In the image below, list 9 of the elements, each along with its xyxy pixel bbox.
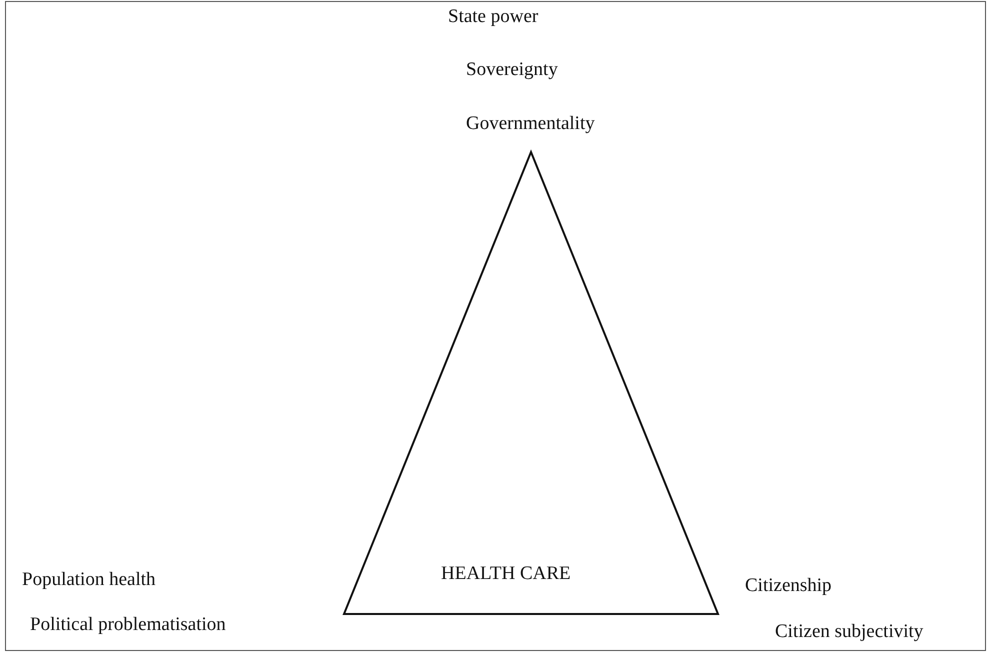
node-label: HEALTH CARE (441, 563, 571, 585)
concept-label: Governmentality (466, 113, 595, 135)
triangle-shape (344, 152, 718, 614)
concept-label: Political problematisation (30, 614, 226, 636)
concept-label: Sovereignty (466, 59, 558, 81)
concept-label: State power (448, 6, 538, 28)
concept-label: Citizen subjectivity (775, 621, 924, 643)
concept-label: Population health (22, 569, 156, 591)
concept-label: Citizenship (745, 575, 832, 597)
